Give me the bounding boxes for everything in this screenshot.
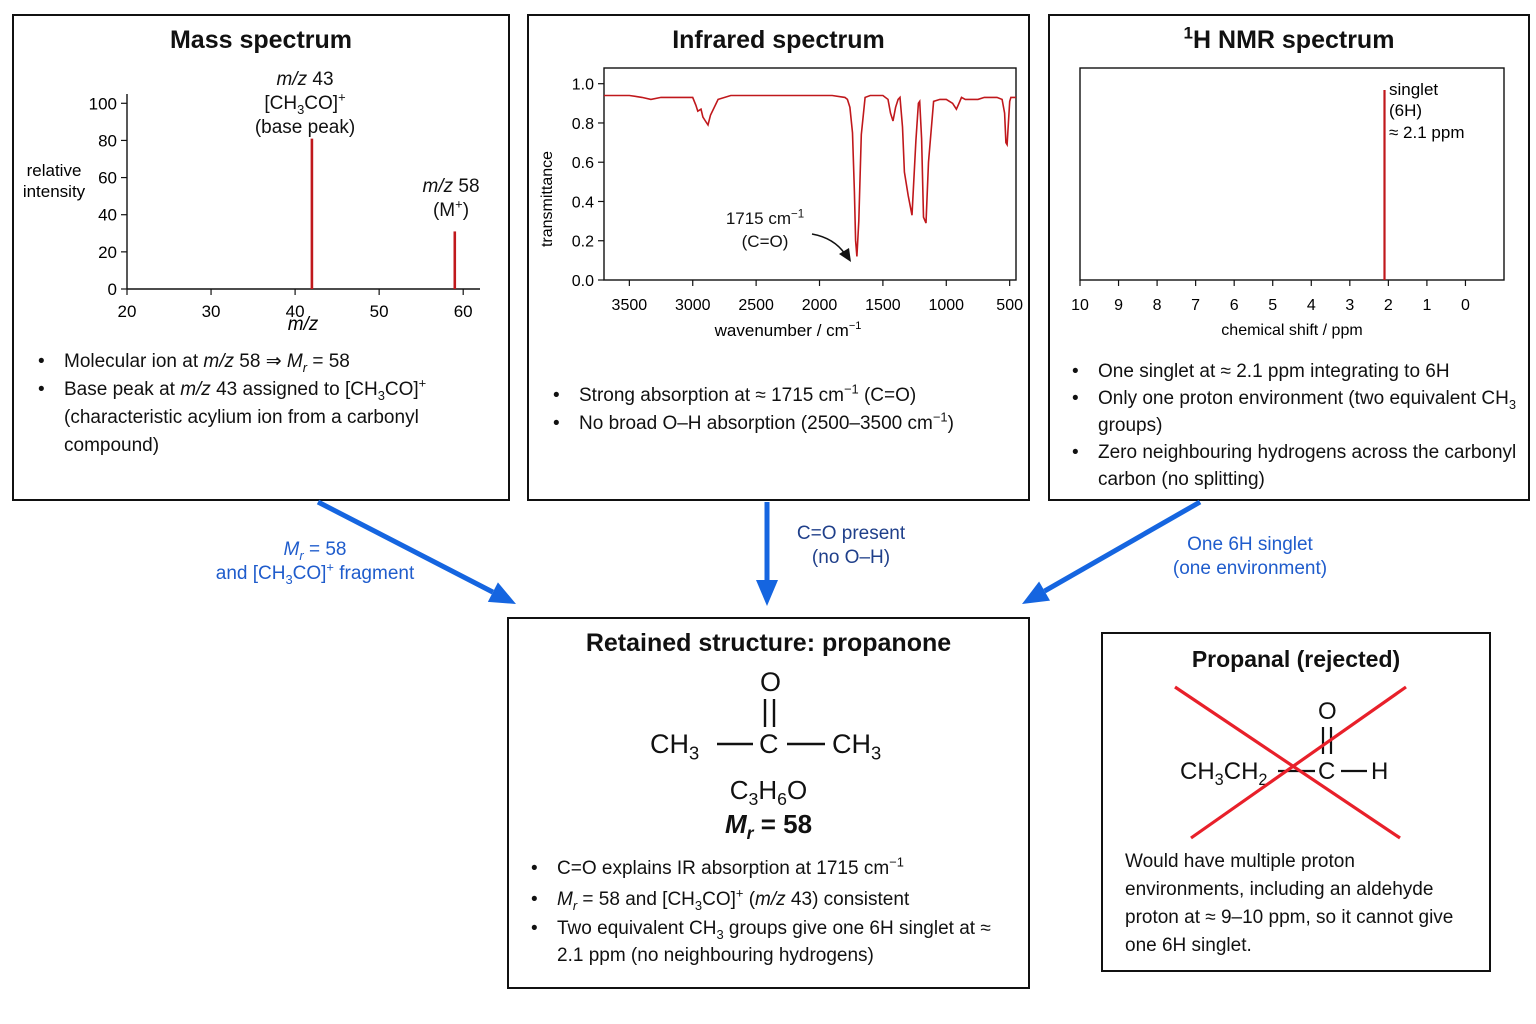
propanal-aldehyde-hydrogen: H	[1371, 758, 1389, 785]
ir-y-tick-label: 0.2	[572, 234, 594, 251]
list-item: Strong absorption at ≈ 1715 cm−1 (C=O)	[549, 382, 1029, 410]
infrared-spectrum-title: Infrared spectrum	[672, 26, 885, 54]
arrow-mass-to-structure-head	[487, 582, 516, 604]
ir-carbonyl-annotation: 1715 cm−1 (C=O)	[725, 208, 805, 251]
propanone-bonds	[717, 699, 825, 746]
arrow-label-mass: Mr = 58 and [CH3CO]+ fragment	[215, 539, 415, 587]
ir-plot-frame	[603, 67, 1017, 281]
propanal-oxygen: O	[1318, 698, 1337, 725]
mass-x-tick-label: 60	[454, 302, 473, 321]
ir-x-tick-label: 1000	[928, 297, 964, 314]
nmr-x-tick-label: 6	[1230, 297, 1239, 314]
mass-bullet-list: Molecular ion at m/z 58 ⇒ Mr = 58 Base p…	[34, 348, 504, 460]
ir-x-tick-label: 1500	[865, 297, 901, 314]
nmr-x-tick-label: 3	[1345, 297, 1354, 314]
ir-y-tick-label: 0.6	[572, 155, 594, 172]
nmr-x-tick-label: 2	[1384, 297, 1393, 314]
ir-y-tick-label: 0.0	[572, 273, 594, 290]
propanone-ch3-right: CH3	[832, 729, 882, 764]
ir-x-tick-label: 2000	[802, 297, 838, 314]
nmr-x-tick-label: 7	[1191, 297, 1200, 314]
ir-x-tick-label: 2500	[738, 297, 774, 314]
propanal-rejected-panel: Propanal (rejected) O CH3CH2 C H Would h…	[1101, 632, 1491, 972]
ir-annotation-arrow	[811, 233, 846, 255]
ir-annotation-arrowhead	[839, 248, 851, 262]
ir-x-tick-label: 3000	[675, 297, 711, 314]
mass-y-tick-label: 80	[98, 131, 117, 150]
mass-ylabel-line2: intensity	[23, 182, 86, 201]
ir-ylabel: transmittance	[539, 151, 556, 247]
list-item: Base peak at m/z 43 assigned to [CH3CO]+…	[34, 376, 504, 460]
propanone-ch3-left: CH3	[650, 729, 700, 764]
arrow-nmr-to-structure-head	[1022, 581, 1051, 604]
mass-ylabel-line1: relative	[27, 161, 82, 180]
arrow-label-ir: C=O present (no O–H)	[796, 523, 906, 568]
ir-y-tick-label: 0.4	[572, 194, 594, 211]
nmr-x-tick-label: 0	[1461, 297, 1470, 314]
ir-x-tick-label: 3500	[612, 297, 648, 314]
arrow-label-nmr: One 6H singlet (one environment)	[1172, 534, 1328, 579]
ir-xlabel: wavenumber / cm−1	[714, 320, 862, 340]
mass-x-tick-label: 50	[370, 302, 389, 321]
list-item: Zero neighbouring hydrogens across the c…	[1068, 439, 1530, 493]
list-item: One singlet at ≈ 2.1 ppm integrating to …	[1068, 358, 1530, 385]
list-item: Two equivalent CH3 groups give one 6H si…	[527, 915, 1017, 969]
list-item: No broad O–H absorption (2500–3500 cm−1)	[549, 410, 1029, 438]
propanone-carbonyl-carbon: C	[759, 729, 779, 759]
mass-spectrum-title: Mass spectrum	[169, 26, 353, 54]
ir-transmittance-curve	[604, 94, 1016, 257]
nmr-annotation-line2: (6H)	[1389, 101, 1422, 120]
nmr-xlabel: chemical shift / ppm	[1221, 322, 1362, 339]
propanal-title: Propanal (rejected)	[1191, 646, 1401, 672]
mass-x-tick-label: 40	[286, 302, 305, 321]
mass-x-tick-label: 20	[118, 302, 137, 321]
nmr-x-tick-label: 10	[1071, 297, 1089, 314]
rejected-cross-icon	[1174, 685, 1407, 840]
nmr-x-tick-label: 5	[1268, 297, 1277, 314]
mass-y-tick-label: 0	[108, 280, 117, 299]
list-item: Mr = 58 and [CH3CO]+ (m/z 43) consistent	[527, 884, 1017, 915]
nmr-x-tick-label: 4	[1307, 297, 1316, 314]
propanone-oxygen: O	[760, 667, 782, 697]
ir-bullet-list: Strong absorption at ≈ 1715 cm−1 (C=O) N…	[549, 382, 1029, 438]
mass-y-tick-label: 60	[98, 169, 117, 188]
mass-y-tick-label: 20	[98, 243, 117, 262]
peak-43-annotation: m/z 43 [CH3CO]+ (base peak)	[254, 69, 356, 138]
molecular-formula: C3H6O	[729, 775, 808, 810]
nmr-spectrum-title: 1H NMR spectrum	[1183, 23, 1395, 54]
mass-y-tick-label: 100	[89, 94, 117, 113]
retained-structure-title: Retained structure: propanone	[585, 629, 952, 657]
list-item: C=O explains IR absorption at 1715 cm−1	[527, 853, 1017, 884]
ir-x-tick-label: 500	[996, 297, 1023, 314]
nmr-x-tick-label: 9	[1114, 297, 1123, 314]
infrared-spectrum-panel: Infrared spectrum 3500 3000 2500 2000 1500 10…	[527, 14, 1030, 501]
nmr-x-tick-label: 1	[1422, 297, 1431, 314]
peak-58-annotation: m/z 58 (M+)	[422, 176, 480, 221]
list-item: Only one proton environment (two equival…	[1068, 385, 1530, 439]
arrow-ir-to-structure-head	[756, 580, 778, 606]
retained-bullet-list: C=O explains IR absorption at 1715 cm−1 …	[527, 853, 1017, 969]
mass-y-tick-label: 40	[98, 206, 117, 225]
propanal-carbonyl-carbon: C	[1318, 758, 1336, 785]
nmr-bullet-list: One singlet at ≈ 2.1 ppm integrating to …	[1068, 358, 1530, 493]
nmr-annotation-line3: ≈ 2.1 ppm	[1389, 123, 1464, 142]
mass-xlabel: m/z	[288, 314, 319, 335]
nmr-plot-frame	[1079, 67, 1505, 281]
ir-y-tick-label: 1.0	[572, 77, 594, 94]
nmr-annotation-line1: singlet	[1389, 80, 1438, 99]
propanal-rejection-note: Would have multiple proton environments,…	[1125, 851, 1454, 956]
mass-x-tick-label: 30	[202, 302, 221, 321]
list-item: Molecular ion at m/z 58 ⇒ Mr = 58	[34, 348, 504, 376]
retained-structure-panel: Retained structure: propanone O CH3 C CH…	[507, 617, 1030, 989]
ir-y-tick-label: 0.8	[572, 116, 594, 133]
propanal-ethyl-group: CH3CH2	[1180, 758, 1268, 789]
nmr-x-tick-label: 8	[1153, 297, 1162, 314]
relative-molecular-mass: Mr = 58	[724, 809, 813, 844]
infrared-spectrum-chart: 3500 3000 2500 2000 1500 1000 500 0.0 0.2 0.4 0.6 0…	[539, 67, 1023, 340]
